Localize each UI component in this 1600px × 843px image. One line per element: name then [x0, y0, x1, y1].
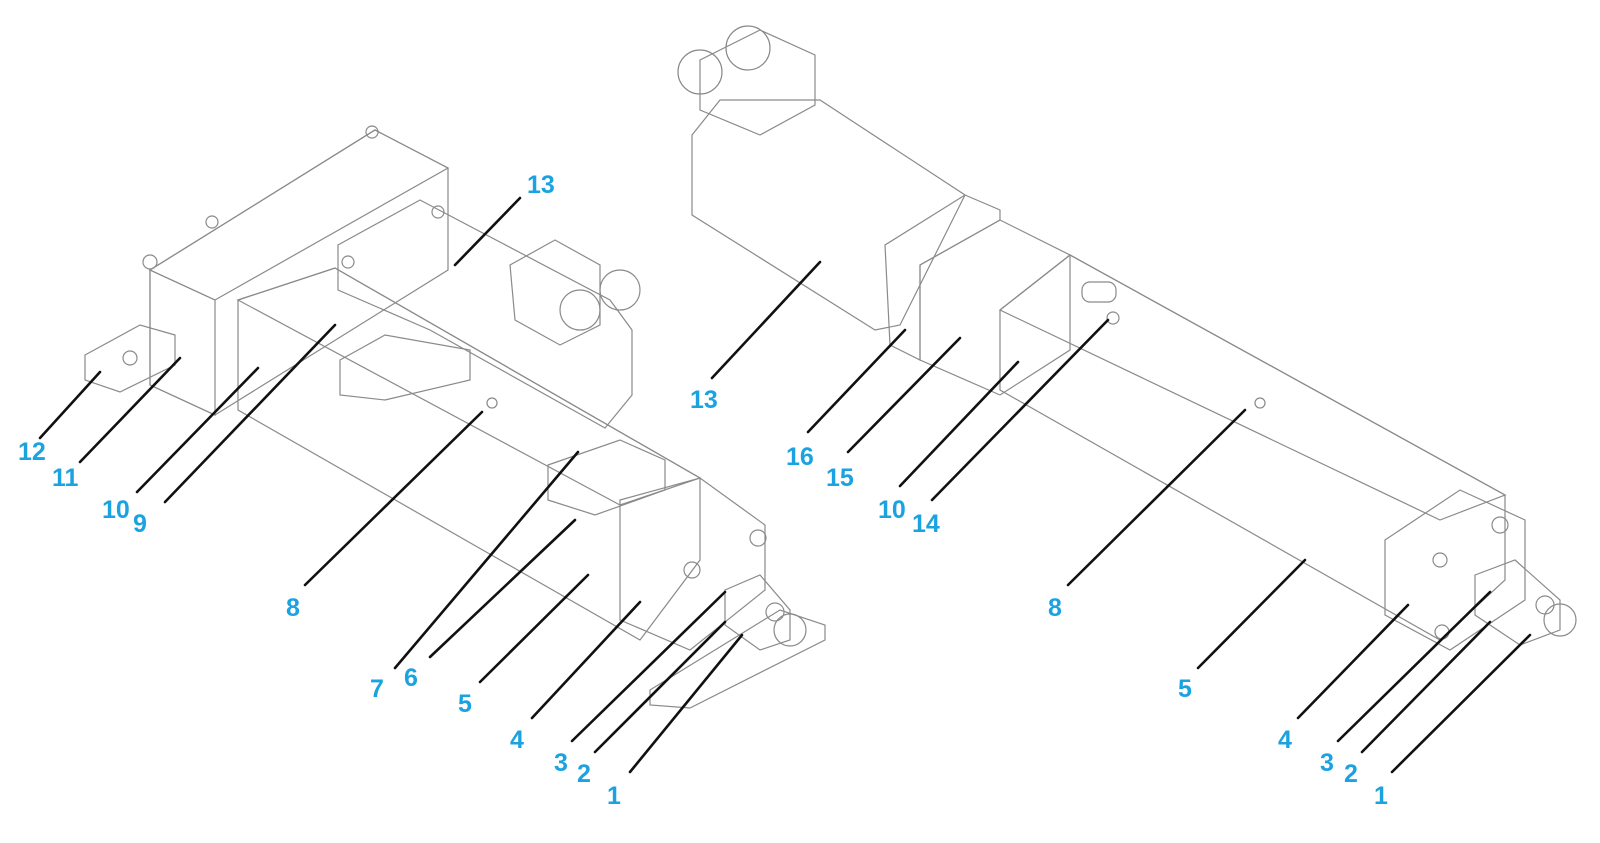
- left-foot-hole: [122, 350, 138, 366]
- left-leader-line-1: [628, 633, 744, 774]
- right-leader-line-16: [806, 328, 907, 434]
- left-motor-body: [337, 199, 633, 429]
- left-rod-nut: [765, 602, 785, 622]
- left-gearbox-bolt: [142, 254, 158, 270]
- left-motor-bolt: [341, 255, 355, 269]
- right-motor-connector: [699, 29, 816, 136]
- left-callout-11: 11: [52, 464, 79, 492]
- left-callout-10: 10: [102, 496, 130, 524]
- left-callout-8: 8: [286, 594, 300, 622]
- left-leader-line-8: [303, 410, 484, 587]
- left-callout-13: 13: [527, 171, 555, 199]
- right-endcap-bolt: [1432, 552, 1448, 568]
- right-motor-flange: [884, 194, 1001, 361]
- right-cylinder-tube: [999, 254, 1506, 641]
- left-motor-connector: [509, 239, 601, 346]
- right-leader-line-14: [930, 318, 1110, 502]
- right-leader-line-5: [1196, 558, 1307, 670]
- right-lube-nipple: [1254, 397, 1266, 409]
- left-callout-6: 6: [404, 664, 418, 692]
- right-leader-line-8: [1066, 408, 1247, 587]
- right-callout-15: 15: [826, 464, 854, 492]
- left-callout-3: 3: [554, 749, 568, 777]
- right-piston-rod: [1474, 559, 1561, 646]
- left-cylinder-top: [236, 267, 702, 506]
- right-rod-end: [1543, 603, 1577, 637]
- left-motor-plug: [559, 289, 601, 331]
- right-motor-body: [691, 99, 966, 331]
- left-mounting-foot: [84, 324, 176, 393]
- left-gearbox-top: [148, 129, 450, 301]
- left-leader-line-13: [453, 196, 522, 267]
- left-callout-2: 2: [577, 760, 591, 788]
- left-assembly: [84, 125, 826, 709]
- left-callout-4: 4: [510, 726, 524, 754]
- right-callout-1: 1: [1374, 782, 1388, 810]
- left-leader-line-4: [530, 600, 642, 720]
- right-leader-line-13: [710, 260, 822, 380]
- left-leader-line-11: [78, 356, 182, 464]
- left-leader-line-10: [135, 366, 260, 494]
- left-leader-line-3: [570, 590, 727, 743]
- left-endcap-bolt: [749, 529, 767, 547]
- right-air-fitting-nut: [1106, 311, 1120, 325]
- left-gearbox-bolt: [365, 125, 379, 139]
- left-sensor-clamp: [339, 334, 471, 401]
- right-motor-plug: [725, 25, 771, 71]
- left-callout-7: 7: [370, 675, 384, 703]
- right-leader-line-10: [898, 360, 1020, 488]
- right-leader-line-3: [1336, 590, 1492, 743]
- right-leader-line-2: [1360, 620, 1492, 754]
- left-gearbox-housing: [149, 129, 449, 416]
- right-leader-line-1: [1390, 633, 1532, 774]
- left-piston-rod: [724, 574, 791, 651]
- left-rod-end: [773, 613, 807, 647]
- right-callout-13: 13: [690, 386, 718, 414]
- right-callout-10: 10: [878, 496, 906, 524]
- left-leader-line-7: [393, 450, 580, 670]
- left-motor-bolt: [431, 205, 445, 219]
- left-gearbox-bolt: [205, 215, 219, 229]
- right-front-endcap: [1384, 489, 1526, 651]
- right-callout-16: 16: [786, 443, 814, 471]
- right-air-fitting: [1081, 281, 1117, 303]
- right-endcap-bolt: [1434, 624, 1450, 640]
- left-callout-5: 5: [458, 690, 472, 718]
- right-assembly: [677, 25, 1577, 651]
- right-endcap-bolt: [1491, 516, 1509, 534]
- right-callout-8: 8: [1048, 594, 1062, 622]
- left-gearbox-front: [149, 269, 216, 416]
- left-endcap-bolt: [683, 561, 701, 579]
- left-leader-line-5: [478, 573, 590, 684]
- left-lube-nipple: [486, 397, 498, 409]
- left-front-endcap: [619, 477, 766, 651]
- left-leader-line-6: [428, 518, 577, 659]
- left-callout-1: 1: [607, 782, 621, 810]
- left-rod-bracket: [649, 609, 826, 709]
- right-callout-2: 2: [1344, 760, 1358, 788]
- left-callout-12: 12: [18, 438, 46, 466]
- right-callout-4: 4: [1278, 726, 1292, 754]
- right-leader-line-15: [846, 336, 962, 454]
- right-callout-14: 14: [912, 510, 940, 538]
- left-sensor-clamp-front: [547, 439, 666, 516]
- left-leader-line-9: [163, 323, 337, 504]
- right-coupling-housing: [919, 219, 1071, 396]
- left-callout-9: 9: [133, 510, 147, 538]
- left-leader-line-12: [38, 370, 102, 440]
- right-leader-line-4: [1296, 603, 1410, 720]
- left-leader-line-2: [593, 620, 727, 754]
- right-cylinder-top: [998, 254, 1507, 521]
- right-rod-nut: [1535, 595, 1555, 615]
- right-motor-plug: [677, 49, 723, 95]
- left-motor-plug: [599, 269, 641, 311]
- right-callout-5: 5: [1178, 675, 1192, 703]
- right-callout-3: 3: [1320, 749, 1334, 777]
